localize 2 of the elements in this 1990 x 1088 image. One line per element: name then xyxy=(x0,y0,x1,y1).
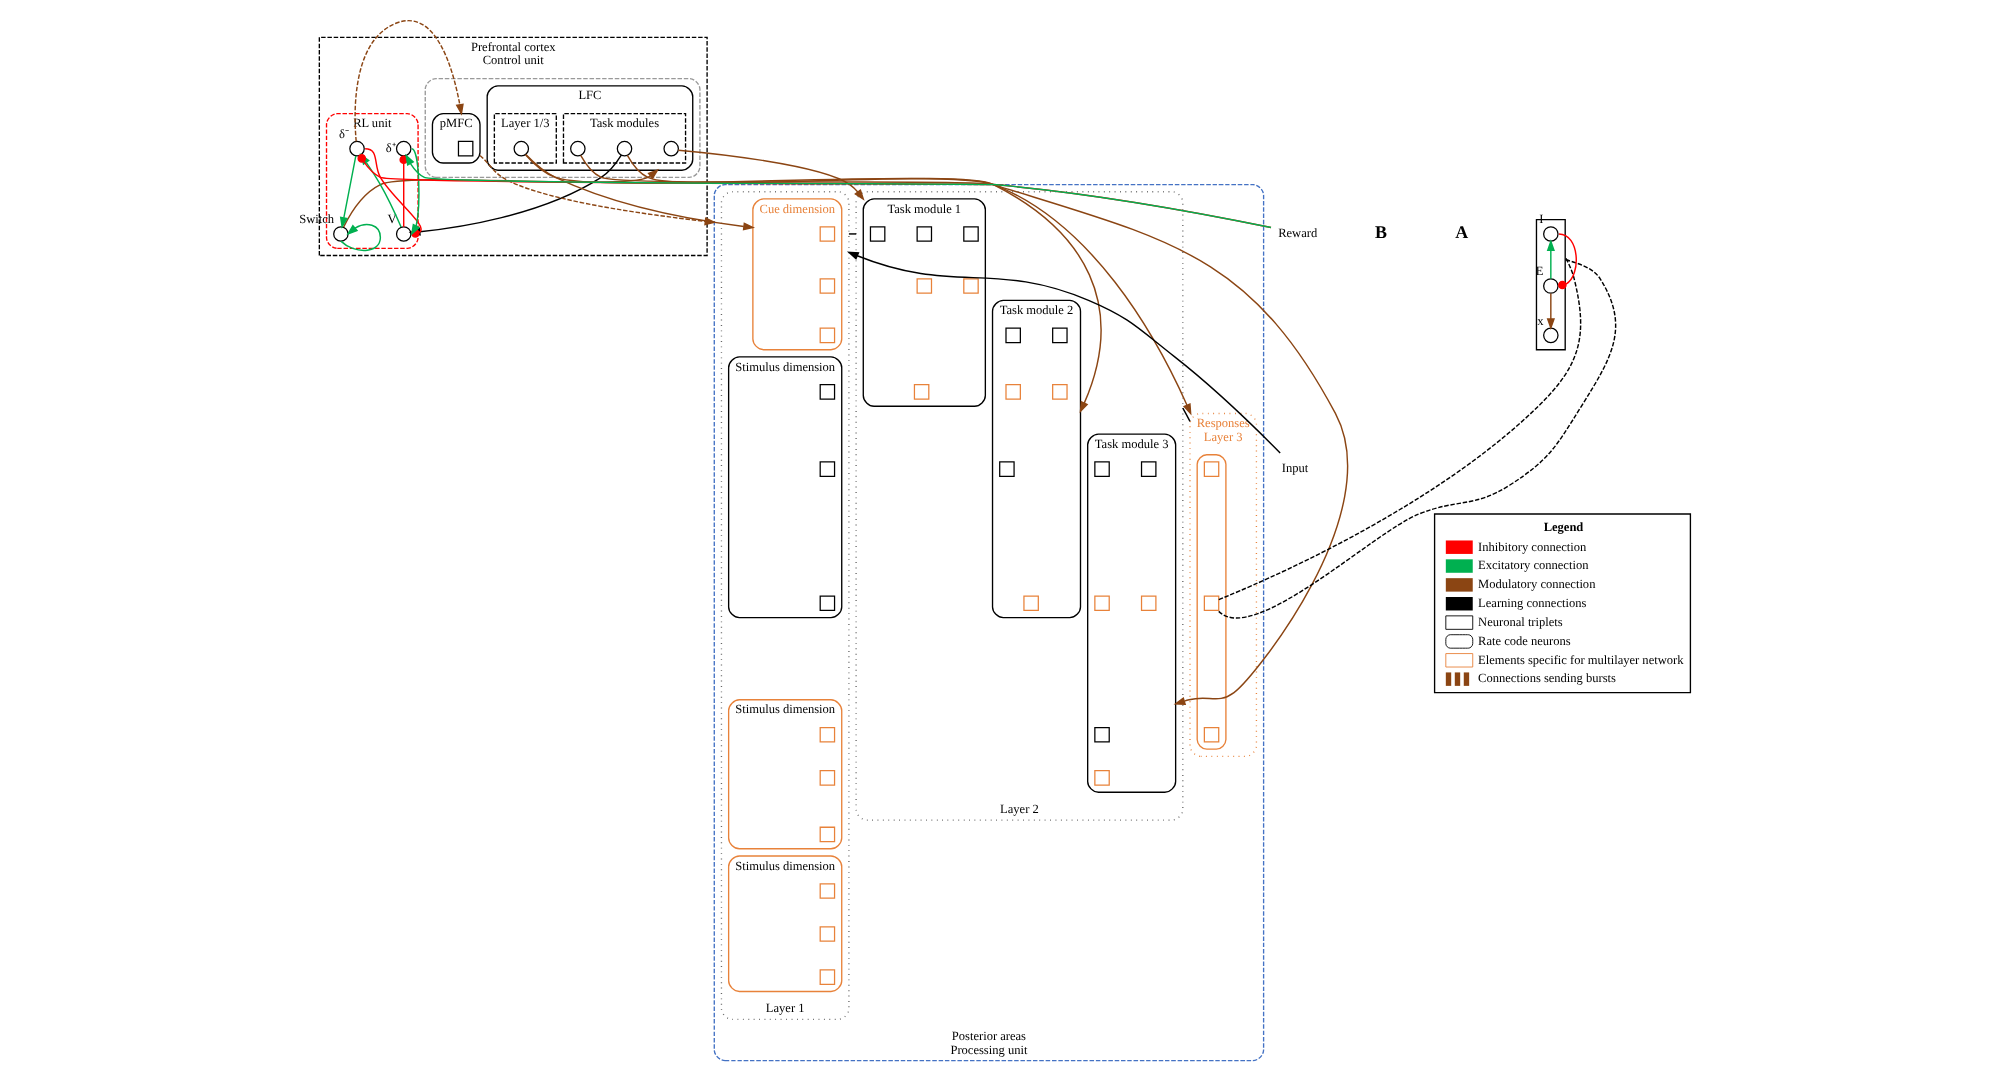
label: A xyxy=(1455,221,1469,242)
label: B xyxy=(1374,221,1387,242)
